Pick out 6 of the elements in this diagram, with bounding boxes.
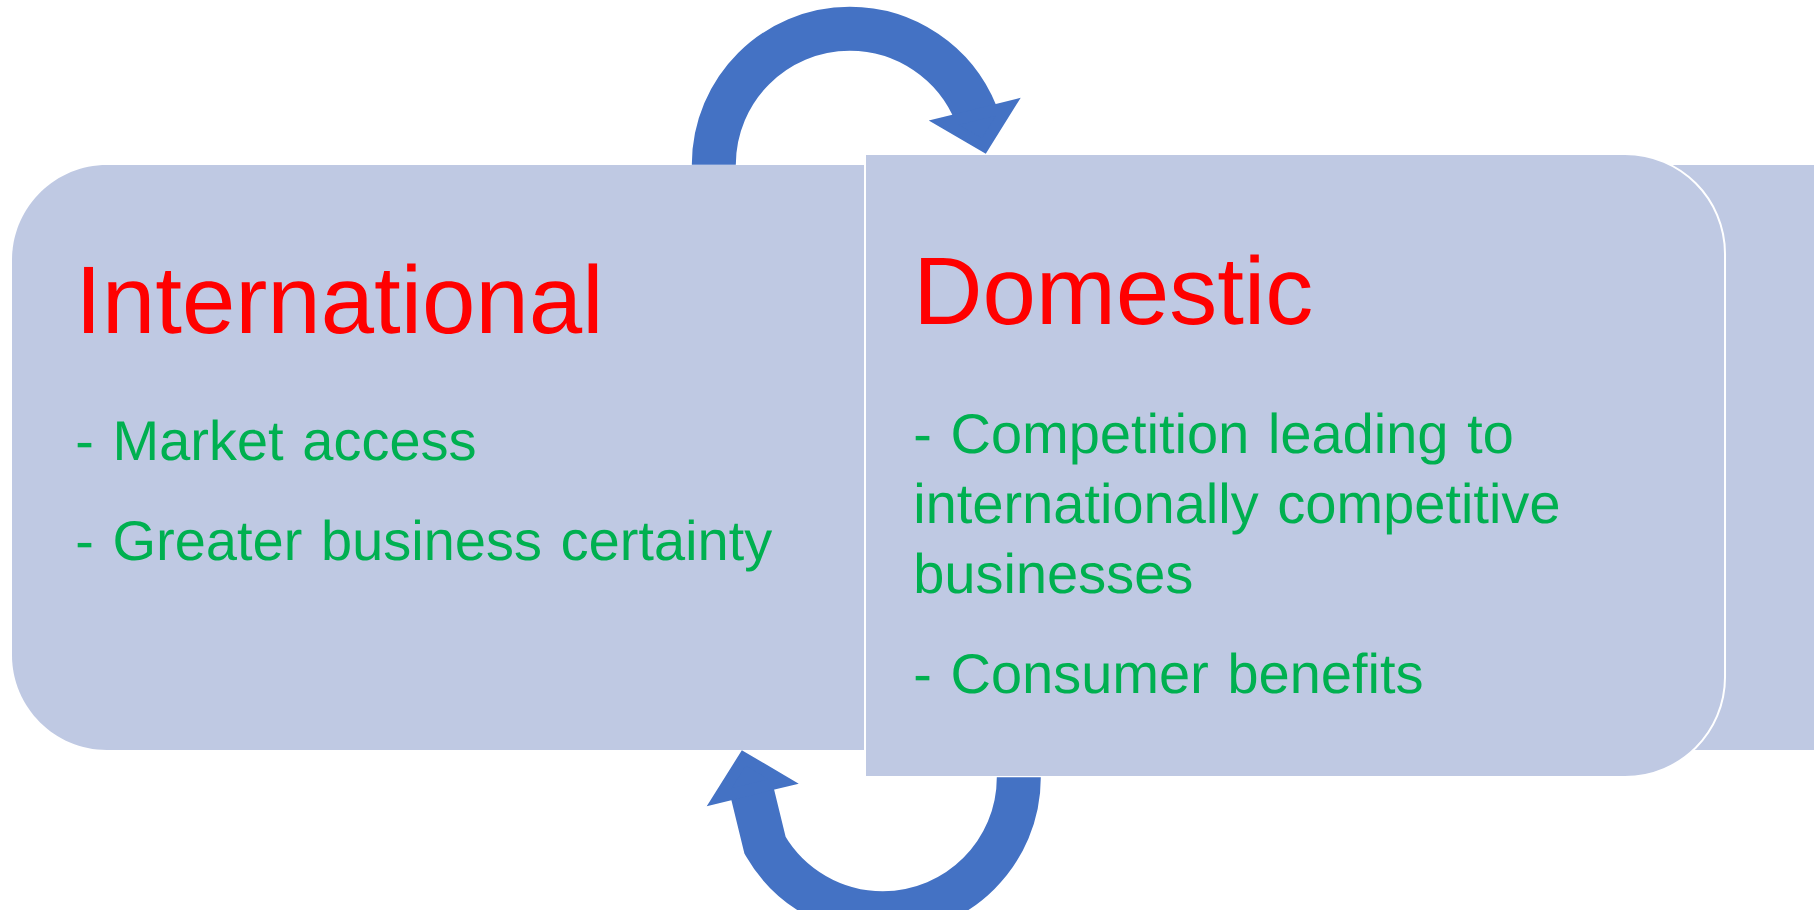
bullet-text: - Consumer benefits xyxy=(915,652,1422,694)
heading: Domestic xyxy=(921,254,1311,325)
bullet-text: - Competition leading to internationally competitive businesses xyxy=(915,412,1559,594)
bullet-text: - Greater business certainty xyxy=(77,519,773,572)
heading: International xyxy=(84,263,598,334)
bullet-text: - Market access xyxy=(77,419,475,461)
